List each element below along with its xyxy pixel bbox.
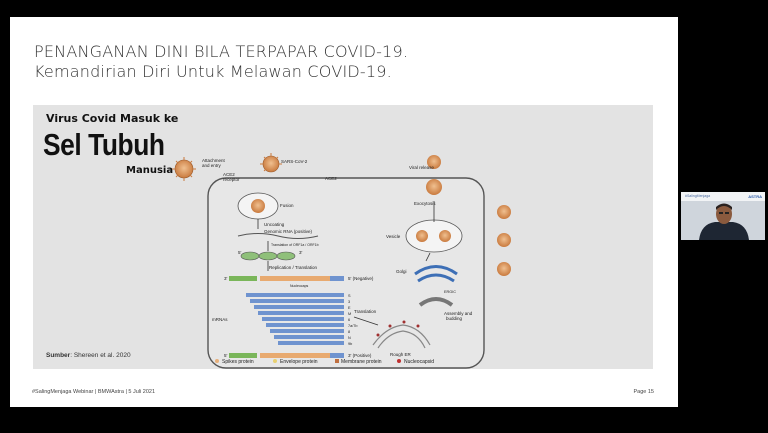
label-3prime-neg: 3': [224, 276, 228, 281]
legend-spikes: Spikes protein: [222, 359, 254, 365]
virus-particle: [260, 153, 282, 173]
virus-particle: [426, 155, 511, 276]
gene-label: M: [348, 312, 351, 316]
legend-membrane: Membrane protein: [341, 359, 382, 365]
source-citation: Sumber: Shereen et al. 2020: [46, 352, 131, 359]
label-rough-er: Rough ER: [390, 352, 412, 357]
replication-bars: [229, 276, 344, 358]
label-negative: 5' (Negative): [348, 276, 374, 281]
golgi-apparatus: [414, 265, 458, 283]
presentation-slide: PENANGANAN DINI BILA TERPAPAR COVID-19. …: [10, 17, 678, 407]
label-uncoating: Uncoating: [264, 222, 285, 227]
page-number: Page 15: [633, 389, 655, 395]
gene-label: 9b: [348, 342, 352, 346]
polyprotein: [240, 251, 296, 261]
label-genomic-rna: Genomic RNA (positive): [264, 229, 313, 234]
label-and-entry: and entry: [202, 163, 222, 168]
virus-particle: [172, 157, 196, 181]
ribosomes: [376, 320, 420, 337]
rough-er: [372, 324, 431, 349]
gene-label: 6: [348, 318, 350, 322]
label-exocytosis: Exocytosis: [414, 201, 436, 206]
virus-lifecycle-diagram: Attachment and entry SARS-CoV-2 ACE2 rec…: [172, 153, 511, 369]
webcam-banner-text: #SalingMenjaga: [685, 194, 711, 198]
infographic-heading: Virus Covid Masuk ke: [46, 112, 179, 125]
label-fusion: Fusion: [280, 203, 294, 208]
label-sars: SARS-CoV-2: [281, 159, 308, 164]
label-5prime-pos: 5': [224, 353, 228, 358]
slide-title: PENANGANAN DINI BILA TERPAPAR COVID-19.: [34, 42, 409, 61]
legend-envelope: Envelope protein: [280, 359, 318, 365]
infographic-main-heading: Sel Tubuh: [43, 127, 165, 162]
gene-label: E: [348, 306, 351, 310]
label-attachment: Attachment: [202, 158, 226, 163]
label-vesicle: Vesicle: [386, 234, 401, 239]
label-ace2-receptor-2: receptor: [223, 177, 240, 182]
infographic-subheading: Manusia: [126, 165, 174, 176]
source-text: : Shereen et al. 2020: [70, 352, 131, 359]
mrna-bars: [246, 293, 344, 345]
label-ace2-receptor: ACE2: [223, 172, 235, 177]
label-mrnas: mRNAs: [212, 317, 228, 322]
vesicle: [405, 219, 463, 253]
label-budding: budding: [446, 316, 463, 321]
label-ace2: ACE2: [325, 176, 337, 181]
label-golgi: Golgi: [396, 269, 407, 274]
webcam-thumbnail[interactable]: #SalingMenjaga ASTRA: [681, 192, 765, 240]
label-assembly: Assembly and: [444, 311, 473, 316]
diagram-legend: Spikes protein Envelope protein Membrane…: [215, 359, 434, 365]
label-nucleocaps: Nucleocaps: [290, 284, 309, 288]
gene-label: 3: [348, 300, 350, 304]
slide-footer: #SalingMenjaga Webinar | BMWAstra | 5 Ju…: [32, 389, 156, 395]
webcam-banner: [681, 192, 765, 201]
genomic-rna: [237, 233, 319, 239]
gene-label: 8: [348, 330, 350, 334]
label-3prime: 3': [299, 250, 303, 255]
slide-subtitle: Kemandirian Diri Untuk Melawan COVID-19.: [34, 62, 392, 81]
legend-nucleocapsid: Nucleocapsid: [404, 359, 434, 365]
label-translation-orf: Translation of ORF1a / ORF1b: [271, 243, 319, 247]
label-5prime: 5': [238, 250, 242, 255]
astra-logo: ASTRA: [748, 194, 762, 199]
label-positive: 3' (Positive): [348, 353, 372, 358]
presenter-video: [699, 203, 749, 240]
label-translation: Translation: [354, 309, 377, 314]
covid-infographic: Virus Covid Masuk ke Sel Tubuh Manusia: [33, 105, 653, 369]
source-label: Sumber: [46, 352, 71, 359]
label-viral-release: Viral release: [409, 165, 434, 170]
gene-label: S: [348, 294, 351, 298]
label-replication: Replication / Translation: [269, 265, 318, 270]
label-ergic: ERGIC: [444, 290, 456, 294]
flow-arrows: [257, 201, 435, 326]
gene-label: N: [348, 336, 351, 340]
gene-label: 7a/7b: [348, 324, 358, 328]
ergic: [418, 297, 454, 307]
